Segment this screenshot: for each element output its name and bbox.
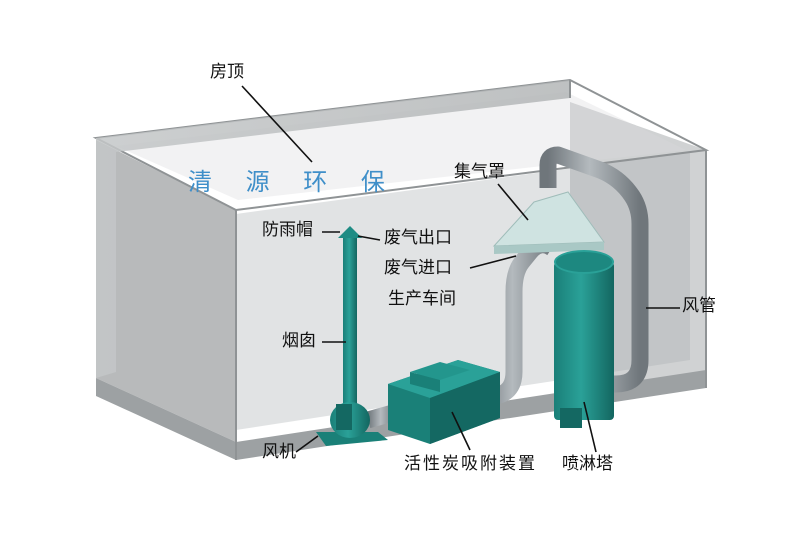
spray-tower bbox=[554, 250, 614, 428]
label-carbon-adsorber: 活性炭吸附装置 bbox=[404, 454, 537, 474]
room-top-inner bbox=[116, 92, 686, 200]
leader-fan bbox=[295, 435, 319, 453]
leader-spray-tower bbox=[583, 401, 597, 453]
label-exhaust-inlet: 废气进口 bbox=[384, 258, 452, 278]
label-fan: 风机 bbox=[262, 442, 296, 462]
rain-cap bbox=[338, 226, 362, 238]
chimney bbox=[338, 226, 362, 416]
leader-gas-hood bbox=[497, 183, 529, 221]
label-workshop: 生产车间 bbox=[388, 289, 456, 309]
label-roof: 房顶 bbox=[210, 62, 244, 82]
brand-watermark: 清 源 环 保 bbox=[188, 168, 398, 196]
fan bbox=[316, 402, 388, 446]
label-air-duct: 风管 bbox=[682, 296, 716, 316]
carbon-adsorber bbox=[388, 360, 500, 444]
room-left-wall bbox=[96, 140, 236, 442]
label-chimney: 烟囱 bbox=[282, 331, 316, 351]
label-rain-cap: 防雨帽 bbox=[262, 220, 313, 240]
leader-exhaust-outlet bbox=[357, 235, 381, 241]
label-spray-tower: 喷淋塔 bbox=[562, 454, 613, 474]
label-gas-hood: 集气罩 bbox=[454, 162, 505, 182]
leader-roof bbox=[241, 85, 313, 163]
leader-exhaust-inlet bbox=[469, 255, 517, 269]
leader-carbon-adsorber bbox=[451, 411, 471, 451]
label-exhaust-outlet: 废气出口 bbox=[384, 228, 452, 248]
leader-lines bbox=[241, 85, 680, 453]
